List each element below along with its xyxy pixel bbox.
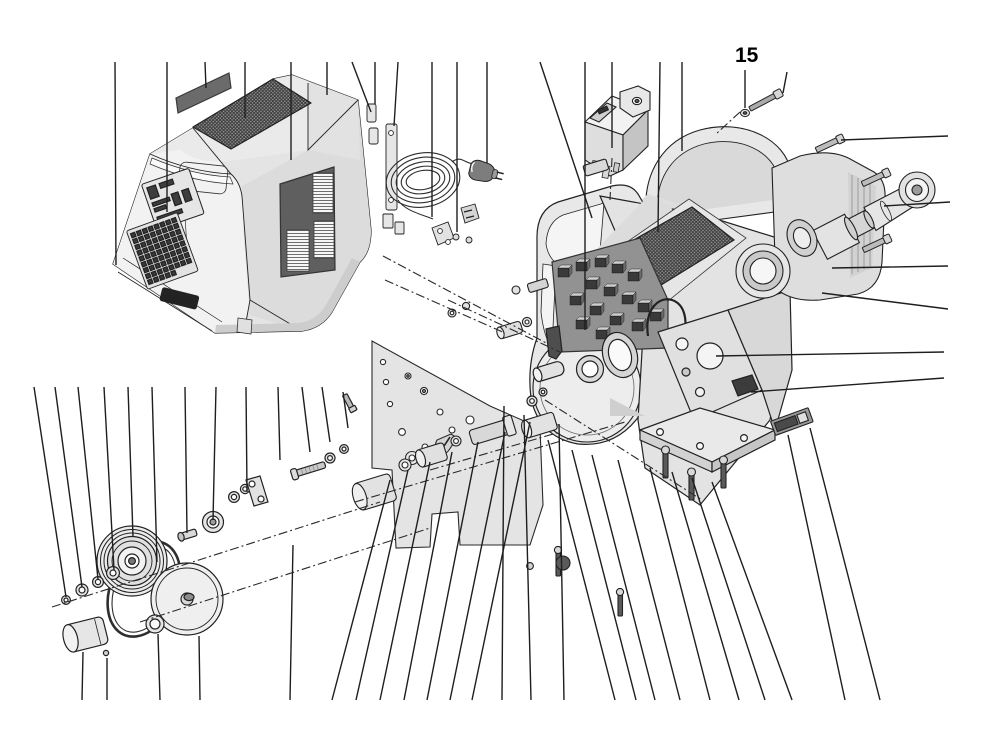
- svg-text:15: 15: [735, 44, 759, 67]
